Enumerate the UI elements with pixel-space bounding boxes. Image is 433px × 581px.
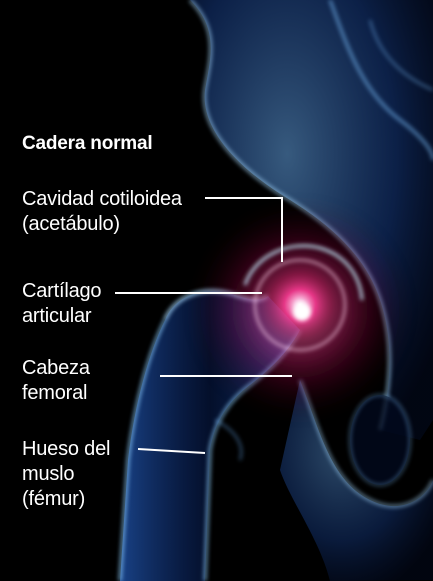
label-acetabulum: Cavidad cotiloidea (acetábulo): [22, 187, 182, 237]
label-femur-line-2: muslo: [22, 462, 110, 487]
label-cartilage: Cartílago articular: [22, 279, 101, 329]
label-cartilage-line-2: articular: [22, 304, 101, 329]
diagram-title: Cadera normal: [22, 131, 152, 156]
label-femoral-head-line-1: Cabeza: [22, 356, 90, 381]
label-femur-line-1: Hueso del: [22, 437, 110, 462]
label-femoral-head: Cabeza femoral: [22, 356, 90, 406]
label-cartilage-line-1: Cartílago: [22, 279, 101, 304]
label-acetabulum-line-2: (acetábulo): [22, 212, 182, 237]
label-femoral-head-line-2: femoral: [22, 381, 90, 406]
label-acetabulum-line-1: Cavidad cotiloidea: [22, 187, 182, 212]
label-femur: Hueso del muslo (fémur): [22, 437, 110, 512]
label-femur-line-3: (fémur): [22, 487, 110, 512]
